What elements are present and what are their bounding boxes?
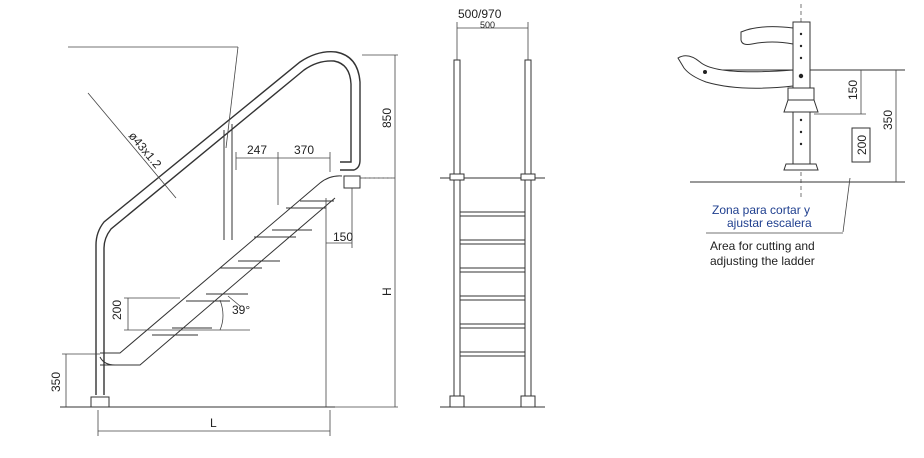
dim-angle: 39° (232, 303, 250, 317)
anchor-sleeve (787, 87, 815, 101)
dim-200-detail: 200 (855, 135, 869, 155)
handrail-outer (95, 51, 361, 395)
dim-200: 200 (110, 300, 124, 320)
dim-150-detail: 150 (846, 80, 860, 100)
leader-line (842, 177, 851, 233)
dim-850: 850 (380, 108, 394, 128)
anchor-right (520, 173, 536, 181)
dim-L: L (210, 416, 217, 430)
detail-view: 200 150 350 Zona para cortar y ajustar e… (677, 4, 905, 268)
rung-bolt (703, 70, 707, 74)
steps (152, 200, 334, 336)
front-rungs (459, 211, 526, 357)
foot-left (449, 395, 465, 408)
dim-350-detail: 350 (881, 110, 895, 130)
dim-350: 350 (49, 372, 63, 392)
stringer-upper (100, 175, 343, 354)
dim-370: 370 (294, 143, 314, 157)
anchor-left (449, 173, 465, 181)
post-right (524, 59, 532, 401)
post-holes (798, 32, 804, 146)
label-es-line2: ajustar escalera (727, 216, 812, 230)
dim-200-box (851, 127, 871, 163)
foot-base (783, 163, 819, 171)
label-en-line2: adjusting the ladder (710, 254, 815, 268)
side-view: ø43x1.2 850 H 247 370 150 200 39° 35 (49, 46, 398, 436)
front-view: 500/970 500 (440, 7, 545, 408)
label-en-line1: Area for cutting and (710, 239, 815, 253)
dim-247: 247 (247, 143, 267, 157)
foot-right (520, 395, 536, 408)
dim-150: 150 (333, 230, 353, 244)
anchor-collar (783, 99, 819, 113)
dim-width: 500/970 (458, 7, 502, 21)
stringer-bottom (99, 356, 116, 366)
foot-plate-left (90, 396, 110, 408)
dim-diameter: ø43x1.2 (126, 129, 165, 171)
dim-width-hidden: 500 (480, 20, 495, 30)
handrail-inner (103, 60, 352, 395)
upper-rung (740, 26, 794, 45)
anchor-cup (343, 175, 361, 189)
post-left (453, 59, 461, 401)
dim-H: H (380, 287, 394, 296)
lower-rung (677, 55, 794, 89)
label-es-line1: Zona para cortar y (712, 203, 810, 217)
